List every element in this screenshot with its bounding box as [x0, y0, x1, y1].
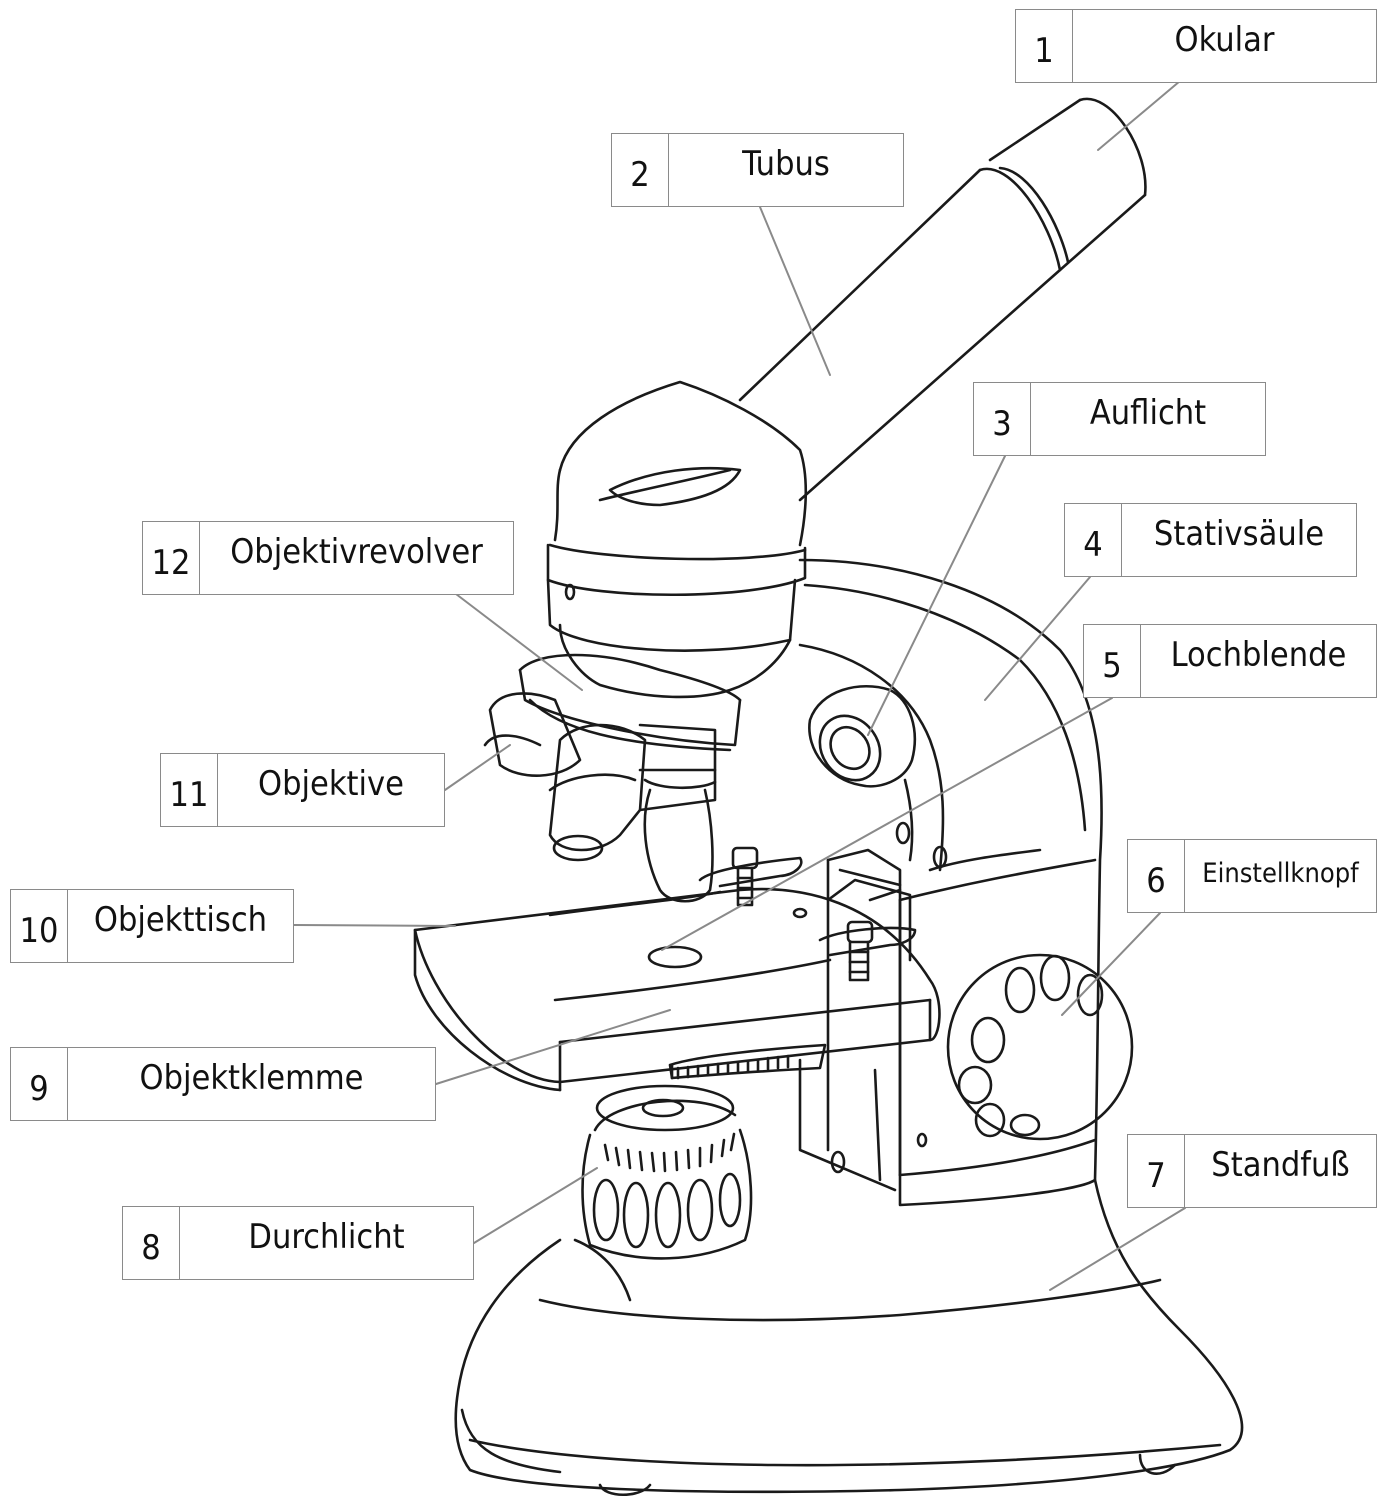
incident-light: [808, 686, 915, 792]
label-text: Tubus: [669, 134, 903, 206]
leader-line-8: [474, 1168, 597, 1243]
label-text: Okular: [1073, 10, 1376, 82]
label-number: 2: [612, 134, 669, 206]
leader-line-1: [1098, 81, 1180, 150]
leader-line-10: [294, 925, 455, 926]
label-number: 12: [143, 522, 200, 594]
objectives: [485, 693, 715, 901]
label-text: Stativsäule: [1122, 504, 1356, 576]
label-number: 3: [974, 383, 1031, 455]
microscope-base: [456, 1175, 1242, 1495]
stage-bracket: [800, 850, 926, 1190]
label-text: Standfuß: [1185, 1135, 1376, 1207]
label-text: Auflicht: [1031, 383, 1265, 455]
stage: [415, 889, 939, 1090]
label-objektklemme: 9 Objektklemme: [10, 1047, 436, 1121]
label-number: 5: [1084, 625, 1141, 697]
label-text: Objektive: [218, 754, 444, 826]
light-dial: [583, 1086, 752, 1258]
label-text: Objektklemme: [68, 1048, 435, 1120]
leader-line-2: [760, 207, 830, 375]
label-number: 4: [1065, 504, 1122, 576]
label-text: Lochblende: [1141, 625, 1376, 697]
label-auflicht: 3 Auflicht: [973, 382, 1266, 456]
label-text: Objekttisch: [68, 890, 293, 962]
label-number: 9: [11, 1048, 68, 1120]
label-objektivrevolver: 12 Objektivrevolver: [142, 521, 514, 595]
label-text: Einstellknopf: [1185, 840, 1376, 912]
label-lochblende: 5 Lochblende: [1083, 624, 1377, 698]
label-objekttisch: 10 Objekttisch: [10, 889, 294, 963]
label-tubus: 2 Tubus: [611, 133, 904, 207]
label-number: 7: [1128, 1135, 1185, 1207]
focus-knob: [948, 955, 1132, 1139]
microscope-drawing: [415, 99, 1242, 1495]
label-text: Durchlicht: [180, 1207, 473, 1279]
label-objektive: 11 Objektive: [160, 753, 445, 827]
microscope-head: [548, 382, 806, 697]
label-einstellknopf: 6 Einstellknopf: [1127, 839, 1377, 913]
leader-line-7: [1050, 1208, 1185, 1290]
label-okular: 1 Okular: [1015, 9, 1377, 83]
label-number: 8: [123, 1207, 180, 1279]
leader-line-3: [868, 456, 1005, 735]
label-number: 1: [1016, 10, 1073, 82]
label-text: Objektivrevolver: [200, 522, 513, 594]
leader-line-5: [662, 698, 1112, 950]
leader-line-11: [445, 745, 510, 790]
revolver: [520, 655, 740, 750]
label-number: 10: [11, 890, 68, 962]
label-number: 6: [1128, 840, 1185, 912]
label-standfuss: 7 Standfuß: [1127, 1134, 1377, 1208]
label-number: 11: [161, 754, 218, 826]
label-durchlicht: 8 Durchlicht: [122, 1206, 474, 1280]
diaphragm-wheel: [670, 1045, 825, 1078]
label-stativsaeule: 4 Stativsäule: [1064, 503, 1357, 577]
